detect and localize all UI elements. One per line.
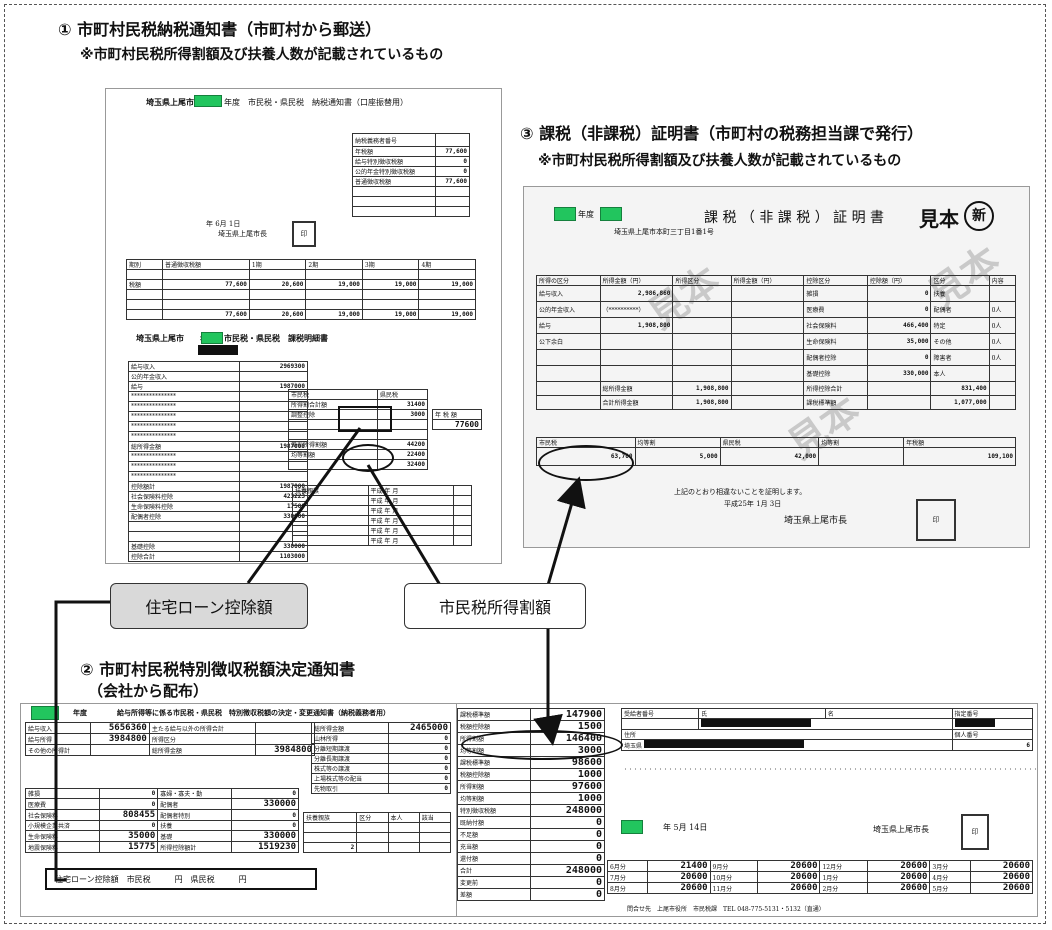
tax-certificate-document: 見本 見本 見本 年度 課 税 （ 非 課 税 ） 証 明 書 見本 新 埼玉県… xyxy=(523,186,1030,548)
doc3-title: 課 税 （ 非 課 税 ） 証 明 書 xyxy=(704,210,885,226)
redacted-name xyxy=(701,719,812,727)
redacted-address xyxy=(643,740,804,748)
redacted-year xyxy=(194,95,222,107)
doc2-issuer: 埼玉県上尾市長 xyxy=(873,825,929,834)
doc3-shin-stamp: 新 xyxy=(964,201,994,231)
section2-title: ② 市町村民税特別徴収税額決定通知書 xyxy=(80,660,356,679)
taxable-value: 1,908,800 xyxy=(672,395,732,410)
section2-subtitle: （会社から配布） xyxy=(88,682,209,700)
dashed-frame xyxy=(4,4,1046,924)
doc3-mihon: 見本 xyxy=(919,207,959,231)
income-total-value: 3984800 xyxy=(254,744,316,756)
doc2-footer: 問合せ先 上尾市役所 市民税課 TEL 048-775-5131・5132（直通… xyxy=(627,906,825,913)
tax-notice-document: 埼玉県上尾市 年度 市民税・県民税 納税通知書（口座振替用） 納税義務者番号 年… xyxy=(105,88,502,564)
section3-note: ※市町村民税所得割額及び扶養人数が記載されているもの xyxy=(538,153,902,169)
section1-title: ① 市町村民税納税通知書（市町村から郵送） xyxy=(58,20,382,39)
mid-value: 0 xyxy=(530,888,605,901)
income-levy-highlight-ellipse xyxy=(342,444,394,472)
doc3-address: 埼玉県上尾市本町三丁目1番1号 xyxy=(614,228,714,236)
deduct-total-value: 1519230 xyxy=(230,841,300,853)
redacted-number xyxy=(954,719,995,727)
doc1-date: 年 6月 1日 xyxy=(206,220,241,228)
arrow-income-levy-doc1 xyxy=(366,464,442,586)
arrow-housing-loan-doc2 xyxy=(54,600,110,882)
redacted-year xyxy=(554,207,576,221)
doc3-year: 年度 xyxy=(578,210,594,219)
doc2-dependents-table: 扶養親族区分本人該当 2 xyxy=(302,812,452,853)
earthquake-value: 15775 xyxy=(98,841,159,853)
doc2-title: 給与所得等に係る市民税・県民税 特別徴収税額の決定・変更通知書（納税義務者用） xyxy=(117,708,390,717)
redacted-year xyxy=(621,820,643,834)
redacted-year xyxy=(31,706,59,720)
doc1-header-title: 年度 市民税・県民税 納税通知書（口座振替用） xyxy=(224,98,408,107)
official-seal-icon: 印 xyxy=(292,221,316,247)
housing-loan-box-text: 住宅ローン控除額 市民税 円 県民税 円 xyxy=(55,874,247,884)
official-seal-icon: 印 xyxy=(961,814,989,850)
housing-loan-highlight-box xyxy=(338,406,392,432)
bottom-value: 109,100 xyxy=(903,447,1016,466)
doc3-income-table: 所得の区分 所得金額（円） 所得区分 所得金額（円） 控除区分 控除額（円） 区… xyxy=(536,275,1017,410)
special-levy-notice-document: 年度 給与所得等に係る市民税・県民税 特別徴収税額の決定・変更通知書（納税義務者… xyxy=(20,703,458,917)
housing-loan-callout: 住宅ローン控除額 xyxy=(110,583,308,629)
month-label: 2月分 xyxy=(819,882,869,894)
base2-value: 1103000 xyxy=(239,551,308,562)
arrow-income-levy-doc3 xyxy=(546,476,586,586)
month-value: 20600 xyxy=(757,882,821,894)
official-seal-icon: 印 xyxy=(916,499,956,541)
doc2-year: 年度 xyxy=(73,708,87,717)
annual-tax-value: 77600 xyxy=(432,419,482,430)
doc1-installments-table: 期別 普通徴収税額 1期 2期 3期 4期 税額 77,600 20,600 1… xyxy=(125,259,476,320)
month-value: 20600 xyxy=(969,882,1034,894)
doc1-header-city: 埼玉県上尾市 xyxy=(146,97,194,107)
redacted-year xyxy=(600,207,622,221)
month-label: 5月分 xyxy=(929,882,971,894)
doc2-date: 年 5月 14日 xyxy=(663,823,708,832)
income-levy-callout: 市民税所得割額 xyxy=(404,583,586,629)
doc1-issuer: 埼玉県上尾市長 xyxy=(218,230,267,238)
mid-label: 差額 xyxy=(457,888,532,901)
bottom-value: 5,000 xyxy=(634,447,721,466)
doc1-tax-box: 年 税 額 77600 xyxy=(432,409,482,430)
month-label: 11月分 xyxy=(709,882,759,894)
month-label: 8月分 xyxy=(606,882,649,894)
fine-print: ・・・・・・・・・・・・・・・・・・・・・・・・・・・・・・・・・・・・・・・・… xyxy=(623,767,1038,773)
doc3-issuer: 埼玉県上尾市長 xyxy=(784,516,848,526)
housing-loan-box: 住宅ローン控除額 市民税 円 県民税 円 xyxy=(45,868,317,890)
doc3-cert-text: 上記のとおり相違ないことを証明します。 xyxy=(674,488,807,496)
section3-title: ③ 課税（非課税）証明書（市町村の税務担当課で発行） xyxy=(520,124,924,143)
doc2-recipient-table: 受給者番号 氏 名 指定番号 住所 個人番号 埼玉県 6 xyxy=(620,708,1034,751)
section1-note: ※市町村民税所得割額及び扶養人数が記載されているもの xyxy=(80,47,444,63)
arrow-income-levy-doc2 xyxy=(533,622,563,746)
month-value: 20600 xyxy=(647,882,711,894)
income-levy-highlight-ellipse xyxy=(538,445,634,481)
doc1-detail-title: 埼玉県上尾市 年度 市民税・県民税 課税明細書 xyxy=(136,333,328,343)
redacted-name xyxy=(198,345,238,355)
redacted-year xyxy=(201,332,223,344)
address-value: 埼玉県 xyxy=(624,743,643,750)
arrow-housing-loan-doc1 xyxy=(246,427,362,584)
doc3-cert-date: 平成25年 1月 3日 xyxy=(724,500,782,508)
bottom-value: 42,000 xyxy=(719,447,820,466)
